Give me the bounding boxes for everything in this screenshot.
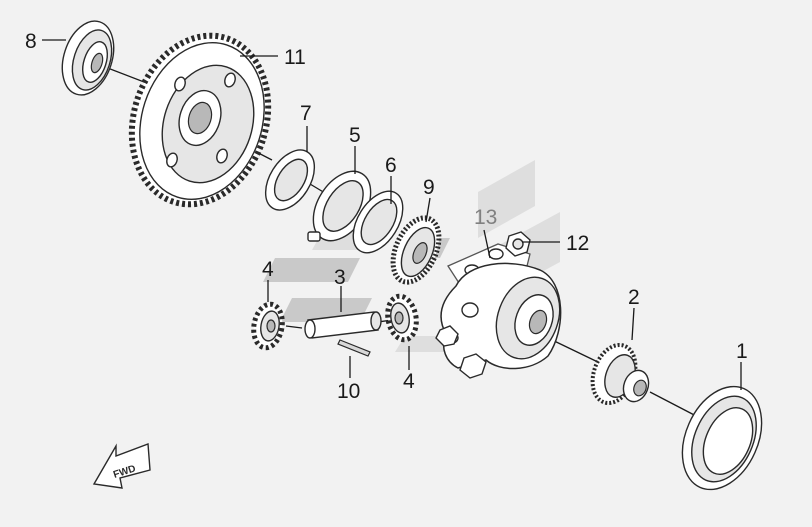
callout-3: 3 <box>334 266 346 289</box>
washer-7 <box>264 149 316 211</box>
callout-8: 8 <box>25 30 37 53</box>
callout-11: 11 <box>284 46 306 69</box>
callout-10: 10 <box>337 380 360 403</box>
callout-13: 13 <box>474 206 497 229</box>
callout-7: 7 <box>300 102 312 125</box>
callout-4-left: 4 <box>262 258 274 281</box>
callout-2: 2 <box>628 286 640 309</box>
bearing-1 <box>681 385 763 491</box>
spider-gear-4-left <box>251 301 285 351</box>
callout-labels: 1 2 3 4 4 5 6 7 8 9 10 11 12 13 <box>25 30 748 403</box>
side-gear-9 <box>390 215 442 285</box>
callout-9: 9 <box>423 176 435 199</box>
nut-12 <box>505 231 531 257</box>
pinion-gear-2 <box>590 342 650 406</box>
washer-6 <box>352 190 404 254</box>
callout-12: 12 <box>566 232 589 255</box>
callout-6: 6 <box>385 154 397 177</box>
callout-5: 5 <box>349 124 361 147</box>
pinion-shaft-3 <box>304 311 382 339</box>
spider-gear-4-right <box>385 293 419 343</box>
leader-lines <box>42 39 742 390</box>
forward-direction-arrow-icon: FWD <box>92 443 151 489</box>
callout-4-right: 4 <box>403 370 415 393</box>
lock-pin-10 <box>337 339 371 357</box>
callout-1: 1 <box>736 340 748 363</box>
bearing-8 <box>61 20 115 96</box>
differential-case <box>435 262 562 379</box>
ring-gear-11 <box>128 32 272 208</box>
